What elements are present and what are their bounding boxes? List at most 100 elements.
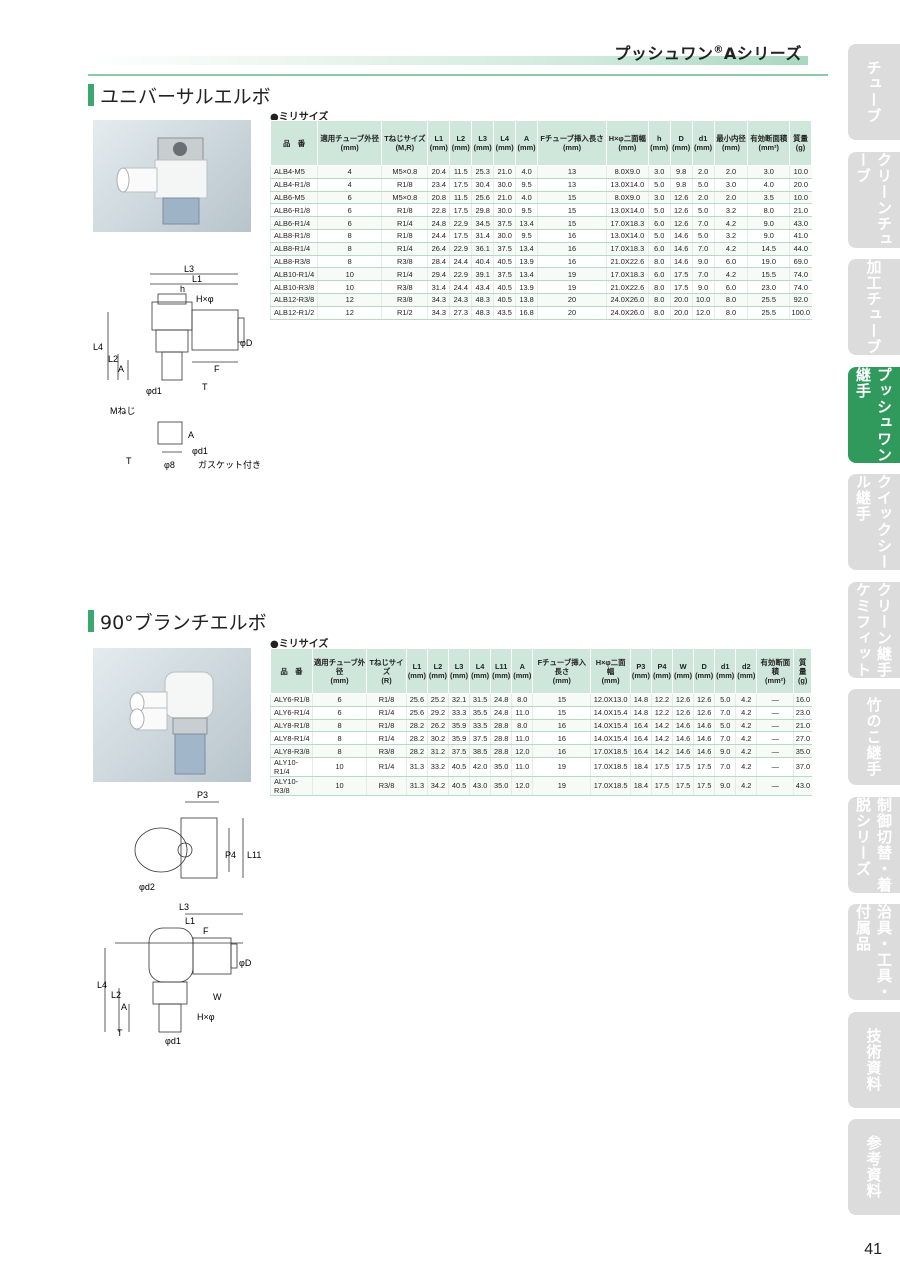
column-title: A <box>523 134 530 143</box>
table-cell: 17.5 <box>449 178 472 192</box>
column-title: Tねじサイズ <box>384 134 426 143</box>
table-cell: 9.0 <box>747 216 790 230</box>
table-cell: 35.0 <box>793 744 812 758</box>
column-title: H×φ二面幅 <box>595 657 626 676</box>
table-cell: 24.8 <box>490 693 512 707</box>
table-cell: 14.6 <box>693 731 715 746</box>
table-cell: 3.0 <box>747 165 790 179</box>
s1-col-header: 有効断面積(mm²) <box>747 120 791 166</box>
part-number-cell: ALY8-R1/4 <box>270 731 313 746</box>
dim-Hphi: H×φ <box>196 294 214 304</box>
column-unit: (M,R) <box>395 143 415 152</box>
sidebar-tab[interactable]: 制御切替・着脱シリーズ <box>848 796 900 893</box>
table-cell: 13.4 <box>515 267 538 282</box>
dim-L2: L2 <box>108 354 118 364</box>
table-cell: 25.6 <box>471 191 494 205</box>
table-cell: 39.1 <box>471 267 494 282</box>
column-unit: (mm) <box>340 143 359 152</box>
table-cell: 29.4 <box>427 267 450 282</box>
table-cell: 12 <box>317 306 382 320</box>
table-cell: 8.0X9.0 <box>605 165 649 179</box>
table-cell: M5×0.8 <box>381 165 428 179</box>
section1-unit-label: ●ミリサイズ <box>270 112 329 123</box>
column-title: L2 <box>456 134 466 143</box>
table-cell: 16 <box>532 731 591 746</box>
s1-col-header: D(mm) <box>669 120 693 166</box>
table-cell: 10 <box>311 776 367 796</box>
dim-L11: L11 <box>247 850 261 860</box>
table-cell: 31.5 <box>469 693 491 707</box>
s1-col-header: d1(mm) <box>691 120 715 166</box>
sidebar-tab[interactable]: 竹のこ継手 <box>848 689 900 785</box>
dim-D: φD <box>240 338 253 348</box>
table-cell: 42.0 <box>469 757 491 777</box>
part-number-cell: ALB10-R3/8 <box>269 280 318 294</box>
table-cell: 28.2 <box>405 744 428 758</box>
dim-D: φD <box>239 958 252 968</box>
table-cell: 23.4 <box>427 178 450 192</box>
sidebar-tab[interactable]: チューブ <box>848 44 900 140</box>
table-cell: 8.0 <box>713 306 748 320</box>
table-cell: 26.4 <box>427 242 450 256</box>
table-cell: 13.4 <box>515 242 538 256</box>
part-number-cell: ALB6-R1/4 <box>269 216 318 230</box>
branch-elbow-drawing: P3 P4 L11 φd2 L3 L1 F φD L4 L2 A W H×φ T… <box>97 790 261 1046</box>
table-cell: 28.2 <box>405 719 428 733</box>
column-title: L4 <box>475 662 485 671</box>
table-cell: 21.0 <box>789 203 812 218</box>
table-cell: 21.0X22.6 <box>605 255 649 269</box>
table-cell: 17.0X18.3 <box>605 242 649 256</box>
column-title: 有効断面積 <box>760 657 791 676</box>
table-cell: 4.2 <box>713 216 748 230</box>
table-cell: 11.0 <box>511 731 533 746</box>
table-cell: R1/8 <box>381 203 428 218</box>
table-cell: 6.0 <box>647 267 671 282</box>
column-unit: (g) <box>795 143 806 152</box>
table-cell: 12.2 <box>650 693 673 707</box>
sidebar-tab[interactable]: クリーンチューブ <box>848 151 900 248</box>
table-cell: 16 <box>532 744 591 758</box>
sidebar-tab[interactable]: 治具・工具・付属品 <box>848 904 900 1000</box>
part-number-cell: ALY10-R3/8 <box>270 776 313 796</box>
s2-col-header: L1(mm) <box>405 648 428 694</box>
column-unit: (mm²) <box>765 675 786 685</box>
table-cell: 4.2 <box>735 693 757 707</box>
table-cell: 19 <box>537 280 607 294</box>
column-title: P4 <box>657 662 667 671</box>
s2-col-header: A(mm) <box>511 648 534 694</box>
sidebar-tab[interactable]: 技術資料 <box>848 1011 900 1108</box>
table-cell: 25.6 <box>405 693 428 707</box>
table-cell: 5.0 <box>647 203 671 218</box>
table-cell: 3.0 <box>647 165 671 179</box>
table-cell: 9.8 <box>669 165 693 179</box>
table-cell: 37.5 <box>493 267 516 282</box>
sidebar-tab[interactable]: 加工チューブ <box>848 259 900 355</box>
header-rule <box>88 74 828 76</box>
sidebar-tab[interactable]: クリーン継手ケミフィット <box>848 581 900 678</box>
table-cell: 17.5 <box>650 757 673 777</box>
table-cell: 24.8 <box>427 216 450 230</box>
universal-elbow-spec-table: 品 番適用チューブ外径(mm)Tねじサイズ(M,R)L1(mm)L2(mm)L3… <box>269 120 812 320</box>
table-cell: 3.0 <box>647 191 671 205</box>
table-cell: 14.0X15.4 <box>590 719 631 733</box>
table-cell: 12.6 <box>672 693 694 707</box>
table-cell: 7.0 <box>691 267 715 282</box>
table-cell: 40.5 <box>447 776 470 796</box>
sidebar-tab[interactable]: クイックシール継手 <box>848 474 900 570</box>
sidebar-tab[interactable]: 参考資料 <box>848 1119 900 1215</box>
table-cell: 12.0X13.0 <box>590 693 631 707</box>
table-cell: 44.0 <box>789 242 812 256</box>
table-cell: 37.0 <box>793 757 812 777</box>
sidebar-tab[interactable]: プッシュワン継手 <box>848 366 900 463</box>
table-cell: 29.2 <box>426 706 449 720</box>
table-cell: R1/8 <box>381 178 428 192</box>
table-cell: 14.8 <box>629 693 652 707</box>
table-cell: 7.0 <box>691 242 715 256</box>
s2-col-header: L2(mm) <box>426 648 450 694</box>
column-unit: (mm) <box>513 671 532 680</box>
